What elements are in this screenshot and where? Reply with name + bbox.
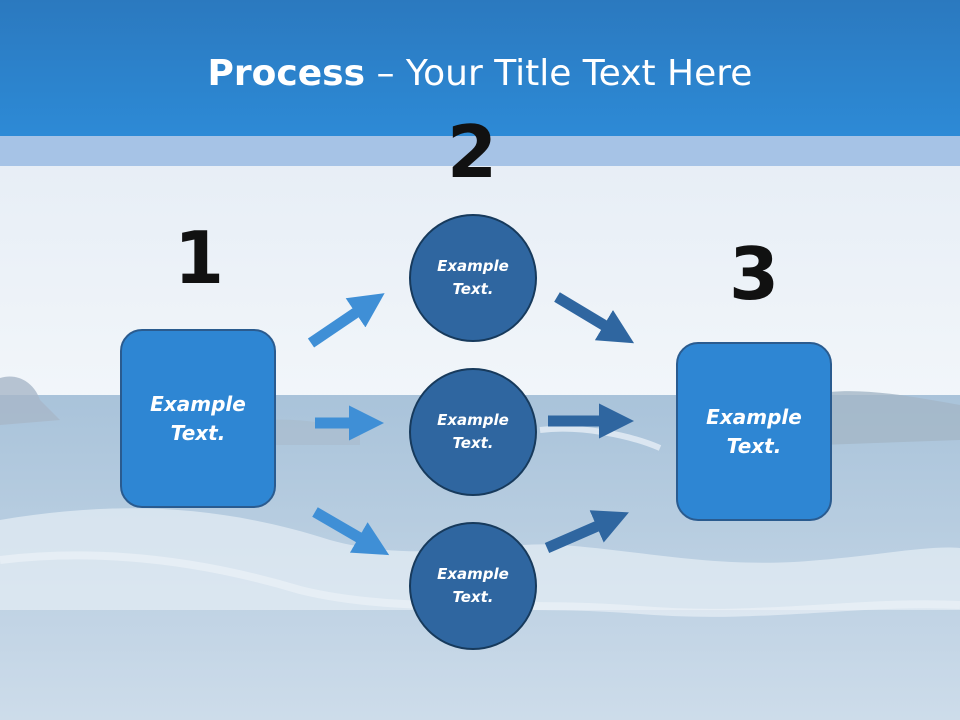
arrow-bottom-to-right: [544, 510, 629, 554]
header-accent-strip: [0, 136, 960, 166]
step-number-3: 3: [728, 232, 780, 316]
arrow-top-to-right: [554, 292, 635, 344]
step-2-circle-middle: Example Text.: [409, 368, 537, 496]
step-number-1: 1: [173, 216, 225, 300]
step-3-box-text: Example Text.: [706, 404, 802, 458]
step-number-2: 2: [446, 110, 498, 194]
arrow-left-to-top: [307, 293, 385, 348]
arrow-left-to-bottom: [312, 507, 390, 556]
circle-top-text: Example Text.: [437, 257, 509, 298]
title-rest: – Your Title Text Here: [365, 53, 753, 94]
step-2-circle-top: Example Text.: [409, 214, 537, 342]
slide-title: Process – Your Title Text Here: [0, 52, 960, 96]
title-bold: Process: [207, 53, 366, 94]
step-1-box-text: Example Text.: [150, 391, 246, 445]
circle-middle-text: Example Text.: [437, 411, 509, 452]
step-3-box: Example Text.: [676, 342, 832, 521]
step-2-circle-bottom: Example Text.: [409, 522, 537, 650]
circle-bottom-text: Example Text.: [437, 565, 509, 606]
step-1-box: Example Text.: [120, 329, 276, 508]
header-bar: [0, 0, 960, 136]
